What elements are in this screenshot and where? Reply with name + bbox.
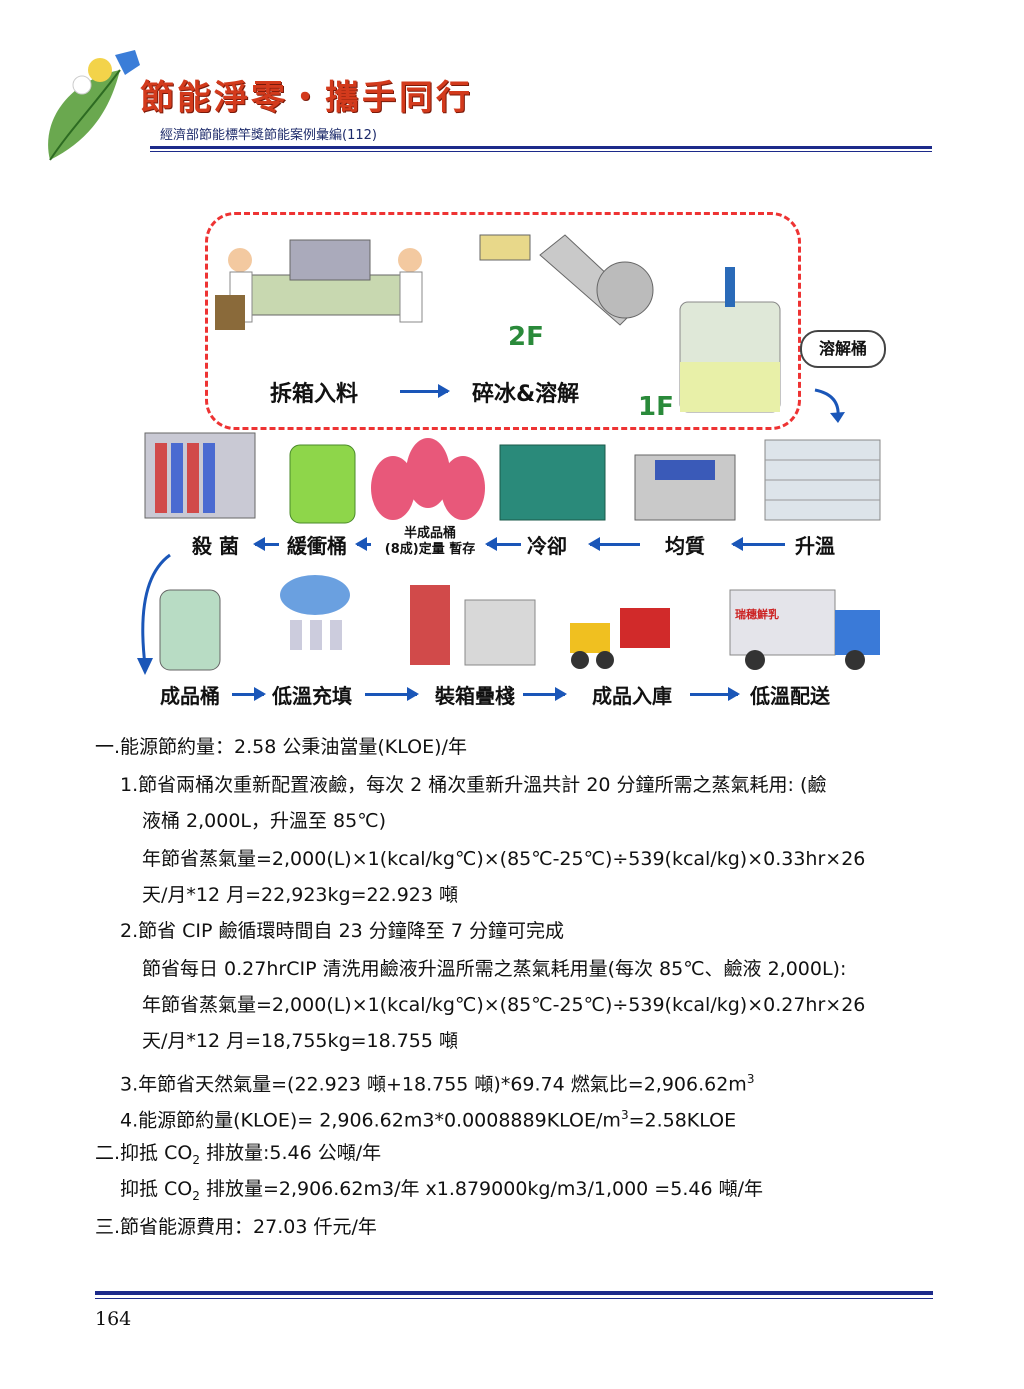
item-2-line-2: 節省每日 0.27hrCIP 清洗用鹼液升溫所需之蒸氣耗用量(每次 85℃、鹼液… (142, 958, 847, 980)
step-crush-dissolve: 碎冰&溶解 (472, 382, 580, 407)
section-2-detail-a: 抑抵 CO (120, 1178, 193, 1200)
flow-arrow-7 (232, 687, 266, 701)
item-1-formula-1: 年節省蒸氣量=2,000(L)×1(kcal/kg℃)×(85℃-25℃)÷53… (142, 848, 866, 870)
semi-finished-storage-label: (8成)定量 暫存 (384, 542, 476, 557)
item-4-text-a: 4.能源節約量(KLOE)= 2,906.62m3*0.0008889KLOE/… (120, 1109, 621, 1132)
dissolving-tank-illustration (679, 267, 781, 413)
item-1-formula-2: 天/月*12 月=22,923kg=22.923 噸 (142, 884, 459, 906)
section-2-detail-sub: 2 (192, 1188, 200, 1203)
flow-arrow-3 (355, 537, 371, 551)
step-finished-tank: 成品桶 (160, 684, 220, 708)
section-2-text-b: 排放量:5.46 公噸/年 (199, 1142, 382, 1164)
semi-finished-tank-label: 半成品桶 (403, 526, 456, 541)
flow-arrow-8 (365, 687, 419, 701)
section-2-heading: 二.抑抵 CO2 排放量:5.46 公噸/年 (95, 1134, 381, 1179)
flow-arrow-5 (588, 537, 640, 551)
flow-arrow-1 (400, 384, 450, 398)
leaf-logo-icon (48, 50, 140, 161)
flow-arrow-2 (253, 537, 279, 551)
section-2-detail: 抑抵 CO2 排放量=2,906.62m3/年 x1.879000kg/m3/1… (120, 1170, 763, 1215)
upstairs-process-box (205, 212, 801, 430)
semi-finished-tanks-illustration (371, 438, 485, 520)
step-cool: 冷卻 (527, 534, 567, 558)
header-rule (150, 146, 932, 149)
palletizer-illustration (410, 585, 536, 666)
unboxing-station-illustration (215, 239, 423, 330)
forklift-illustration (570, 608, 670, 669)
step-warehouse: 成品入庫 (592, 684, 672, 708)
step-semi-finished: 半成品桶 (8成)定量 暫存 (375, 526, 485, 558)
item-4-line: 4.能源節約量(KLOE)= 2,906.62m3*0.0008889KLOE/… (120, 1096, 736, 1139)
page-number: 164 (95, 1308, 132, 1330)
item-4-sup: 3 (620, 1108, 629, 1122)
step-heat: 升溫 (795, 534, 835, 558)
section-2-sub: 2 (192, 1152, 200, 1167)
header-rule-thin (150, 151, 932, 152)
heater-illustration (764, 439, 881, 521)
section-3-heading: 三.節省能源費用：27.03 仟元/年 (95, 1216, 377, 1238)
item-2-formula-1: 年節省蒸氣量=2,000(L)×1(kcal/kg℃)×(85℃-25℃)÷53… (142, 994, 866, 1016)
step-buffer-tank: 緩衝桶 (287, 534, 347, 558)
step-cold-delivery: 低溫配送 (750, 684, 830, 708)
finished-tank-illustration (159, 589, 221, 671)
section-1-heading: 一.能源節約量：2.58 公秉油當量(KLOE)/年 (95, 736, 467, 758)
flow-arrow-10 (690, 687, 740, 701)
buffer-tank-illustration (289, 444, 356, 524)
curved-arrow-down-icon (137, 553, 171, 675)
step-cold-fill: 低溫充填 (272, 684, 352, 708)
floor-2f-label: 2F (508, 322, 544, 352)
cooler-illustration (499, 444, 606, 521)
flow-arrow-6 (731, 537, 785, 551)
dissolving-tank-callout: 溶解桶 (800, 330, 886, 368)
truck-brand-text: 瑞穗鮮乳 (735, 608, 779, 621)
item-3-text: 3.年節省天然氣量=(22.923 噸+18.755 噸)*69.74 燃氣比=… (120, 1073, 747, 1096)
step-homogenize: 均質 (665, 534, 705, 558)
step-palletize: 裝箱疊棧 (435, 684, 515, 708)
item-4-text-b: =2.58KLOE (628, 1109, 737, 1132)
flow-arrow-9 (523, 687, 567, 701)
section-2-text-a: 二.抑抵 CO (95, 1142, 193, 1164)
item-3-sup: 3 (746, 1072, 755, 1086)
homogenizer-illustration (634, 454, 736, 521)
footer-rule-thin (95, 1298, 933, 1299)
floor-1f-label: 1F (638, 392, 674, 422)
header-title: 節能淨零‧攜手同行 (140, 78, 473, 118)
section-2-detail-b: 排放量=2,906.62m3/年 x1.879000kg/m3/1,000 =5… (199, 1178, 763, 1200)
item-3-line: 3.年節省天然氣量=(22.923 噸+18.755 噸)*69.74 燃氣比=… (120, 1060, 754, 1103)
filling-machine-illustration (280, 575, 350, 650)
step-sterilize: 殺 菌 (192, 534, 239, 558)
item-2-line-1: 2.節省 CIP 鹼循環時間自 23 分鐘降至 7 分鐘可完成 (120, 920, 564, 942)
item-2-formula-2: 天/月*12 月=18,755kg=18.755 噸 (142, 1030, 459, 1052)
footer-rule (95, 1291, 933, 1295)
flow-arrow-4 (485, 537, 521, 551)
delivery-truck-illustration (729, 589, 880, 670)
header-subtitle: 經濟部節能標竿獎節能案例彙編(112) (160, 128, 377, 143)
item-1-line-2: 液桶 2,000L，升溫至 85℃) (142, 810, 386, 832)
ice-crusher-illustration (479, 234, 654, 326)
sterilizer-illustration (144, 432, 256, 519)
item-1-line-1: 1.節省兩桶次重新配置液鹼，每次 2 桶次重新升溫共計 20 分鐘所需之蒸氣耗用… (120, 774, 827, 796)
step-unboxing: 拆箱入料 (270, 382, 359, 407)
curved-arrow-icon (814, 388, 845, 423)
